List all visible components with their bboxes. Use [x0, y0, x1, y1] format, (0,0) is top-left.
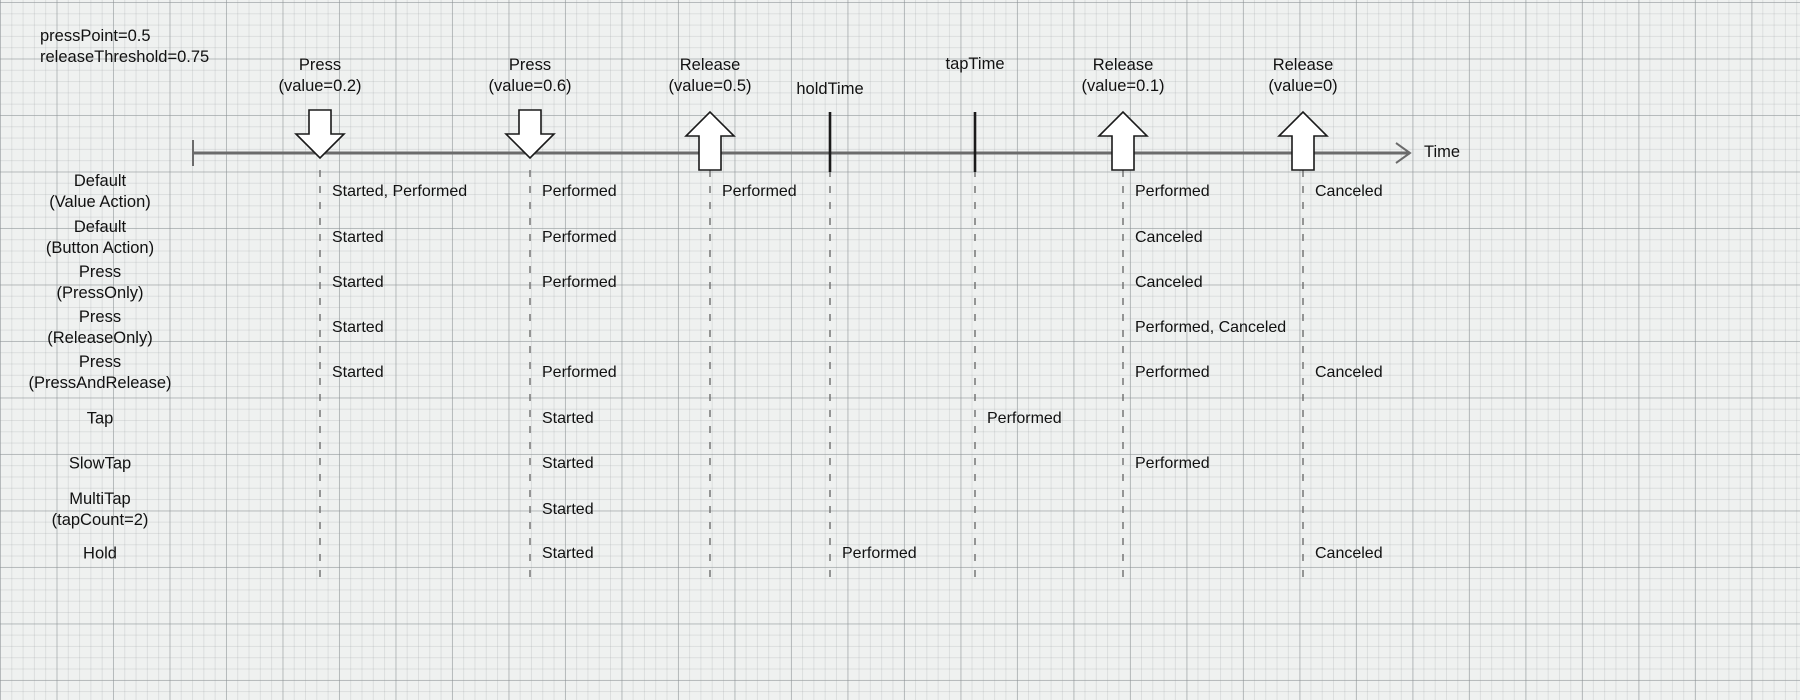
- cell-slowtap-press-06: Started: [542, 455, 594, 472]
- cell-default-value-action-press-06: Performed: [542, 183, 617, 200]
- row-label-multitap: MultiTap (tapCount=2): [51, 490, 149, 529]
- event-label-press-06: Press (value=0.6): [488, 56, 572, 95]
- event-label-hold-time: holdTime: [796, 80, 864, 98]
- axis-label-time: Time: [1424, 143, 1461, 161]
- event-label-release-00: Release (value=0): [1268, 56, 1338, 95]
- parameter-note: pressPoint=0.5 releaseThreshold=0.75: [40, 27, 210, 66]
- cell-press-pressonly-press-06: Performed: [542, 274, 617, 291]
- cell-press-releaseonly-press-02: Started: [332, 319, 384, 336]
- cell-default-value-action-release-01: Performed: [1135, 183, 1210, 200]
- row-label-default-button-action: Default (Button Action): [45, 218, 155, 257]
- event-guide-lines: [319, 170, 1304, 580]
- cell-press-pressandrelease-press-06: Performed: [542, 364, 617, 381]
- row-label-tap: Tap: [86, 409, 114, 428]
- cell-hold-press-06: Started: [542, 545, 594, 562]
- row-label-press-pressonly: Press (PressOnly): [56, 263, 144, 302]
- cell-default-button-action-press-02: Started: [332, 229, 384, 246]
- arrow-up-marker-release-05: [684, 110, 736, 171]
- cell-press-pressonly-press-02: Started: [332, 274, 384, 291]
- axis-arrowhead: [1395, 142, 1412, 164]
- arrow-up-marker-release-01: [1097, 110, 1149, 171]
- cell-press-pressandrelease-release-01: Performed: [1135, 364, 1210, 381]
- arrow-down-marker-press-02: [294, 109, 346, 160]
- cell-default-value-action-release-05: Performed: [722, 183, 797, 200]
- arrow-down-marker-press-06: [504, 109, 556, 160]
- event-label-release-01: Release (value=0.1): [1081, 56, 1165, 95]
- cell-default-value-action-release-00: Canceled: [1315, 183, 1383, 200]
- cell-default-value-action-press-02: Started, Performed: [332, 183, 468, 200]
- row-label-slowtap: SlowTap: [68, 454, 132, 473]
- cell-multitap-press-06: Started: [542, 501, 594, 518]
- event-label-release-05: Release (value=0.5): [668, 56, 752, 95]
- cell-default-button-action-press-06: Performed: [542, 229, 617, 246]
- cell-tap-press-06: Started: [542, 410, 594, 427]
- time-axis: [192, 140, 1412, 166]
- arrow-up-marker-release-00: [1277, 110, 1329, 171]
- cell-press-releaseonly-release-01: Performed, Canceled: [1135, 319, 1287, 336]
- event-label-tap-time: tapTime: [945, 55, 1005, 73]
- cell-press-pressonly-release-01: Canceled: [1135, 274, 1203, 291]
- cell-hold-hold-time: Performed: [842, 545, 917, 562]
- cell-tap-tap-time: Performed: [987, 410, 1062, 427]
- row-label-press-releaseonly: Press (ReleaseOnly): [47, 308, 153, 347]
- cell-press-pressandrelease-press-02: Started: [332, 364, 384, 381]
- cell-default-button-action-release-01: Canceled: [1135, 229, 1203, 246]
- event-markers: [294, 109, 1329, 172]
- cell-press-pressandrelease-release-00: Canceled: [1315, 364, 1383, 381]
- row-label-hold: Hold: [83, 544, 117, 563]
- cell-hold-release-00: Canceled: [1315, 545, 1383, 562]
- row-label-default-value-action: Default (Value Action): [49, 172, 151, 211]
- cell-slowtap-release-01: Performed: [1135, 455, 1210, 472]
- row-label-press-pressandrelease: Press (PressAndRelease): [28, 353, 172, 392]
- event-label-press-02: Press (value=0.2): [278, 56, 362, 95]
